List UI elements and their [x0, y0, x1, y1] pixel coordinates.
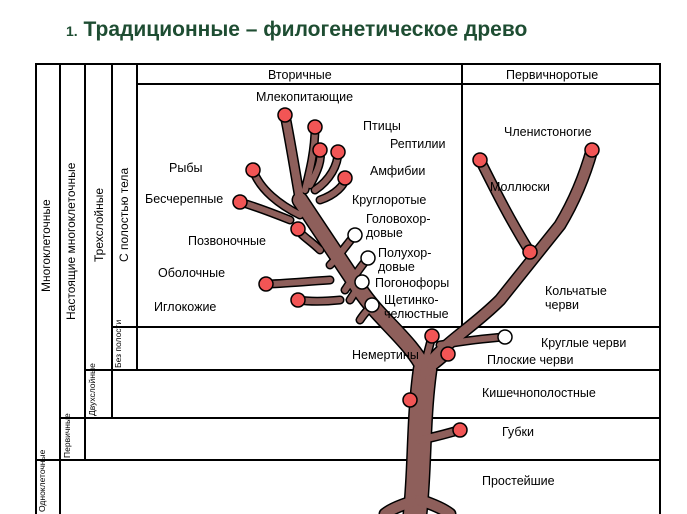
node-red — [258, 276, 274, 292]
node-red — [522, 244, 538, 260]
node-red — [440, 346, 456, 362]
taxon-echinoderms: Иглокожие — [154, 300, 217, 314]
header-secondary: Вторичные — [268, 68, 332, 82]
taxon-annelids: Кольчатые черви — [545, 284, 607, 312]
label-two-layer: Двухслойные — [87, 363, 97, 416]
header-protostomes: Первичноротые — [506, 68, 599, 82]
taxon-cyclostomes: Круглоротые — [352, 193, 427, 207]
taxon-roundworms: Круглые черви — [541, 336, 627, 350]
taxon-fish: Рыбы — [169, 161, 203, 175]
taxon-mammals: Млекопитающие — [256, 90, 354, 104]
taxon-amphibians: Амфибии — [370, 164, 426, 178]
taxon-reptiles: Рептилии — [390, 137, 446, 151]
node-white — [354, 274, 370, 290]
taxon-cnidarians: Кишечнополостные — [482, 386, 596, 400]
branch — [420, 145, 597, 375]
label-unicellular: Одноклеточные — [37, 449, 47, 512]
tree-nodes — [232, 107, 600, 438]
node-red — [402, 392, 418, 408]
taxon-protozoa: Простейшие — [482, 474, 555, 488]
taxon-nemerteans: Немертины — [352, 348, 419, 362]
taxon-acrania: Бесчерепные — [145, 192, 224, 206]
taxon-cephalochordates: Головохор- довые — [366, 212, 431, 240]
node-red — [424, 328, 440, 344]
node-red — [290, 292, 306, 308]
taxon-flatworms: Плоские черви — [487, 353, 574, 367]
slide-title: 1. Традиционные – филогенетическое древо — [66, 18, 527, 42]
node-red — [330, 144, 346, 160]
label-primary: Первичные — [62, 413, 72, 458]
taxon-sponges: Губки — [502, 425, 534, 439]
taxon-molluscs: Моллюски — [490, 180, 550, 194]
grid-lines — [35, 63, 661, 514]
node-white — [347, 227, 363, 243]
taxon-arthropods: Членистоногие — [504, 125, 592, 139]
node-red — [337, 170, 353, 186]
node-red — [452, 422, 468, 438]
node-red — [307, 119, 323, 135]
node-white — [364, 297, 380, 313]
label-true-multicellular: Настоящие многоклеточные — [64, 162, 78, 320]
branch — [380, 495, 423, 514]
label-coelomate: С полостью тела — [117, 167, 131, 262]
taxon-chaetognaths: Щетинко- челюстные — [384, 293, 449, 321]
label-acoelomate: Без полости — [113, 319, 123, 368]
node-red — [290, 221, 306, 237]
taxon-pogonophora: Погонофоры — [375, 276, 450, 290]
node-red — [584, 142, 600, 158]
branch — [476, 156, 534, 256]
title-number: 1. — [66, 23, 78, 39]
taxon-hemichordates: Полухор- довые — [378, 246, 432, 274]
branch — [415, 495, 455, 514]
node-white — [360, 250, 376, 266]
taxon-vertebrates: Позвоночные — [188, 234, 266, 248]
taxon-birds: Птицы — [363, 119, 401, 133]
title-text: Традиционные – филогенетическое древо — [83, 18, 528, 41]
node-red — [245, 162, 261, 178]
branch — [281, 111, 304, 204]
node-red — [277, 107, 293, 123]
node-red — [232, 194, 248, 210]
taxon-tunicates: Оболочные — [158, 266, 226, 280]
node-red — [312, 142, 328, 158]
node-red — [472, 152, 488, 168]
node-white — [497, 329, 513, 345]
label-three-layer: Трехслойные — [92, 187, 106, 262]
label-multicellular: Многоклеточные — [39, 199, 53, 292]
